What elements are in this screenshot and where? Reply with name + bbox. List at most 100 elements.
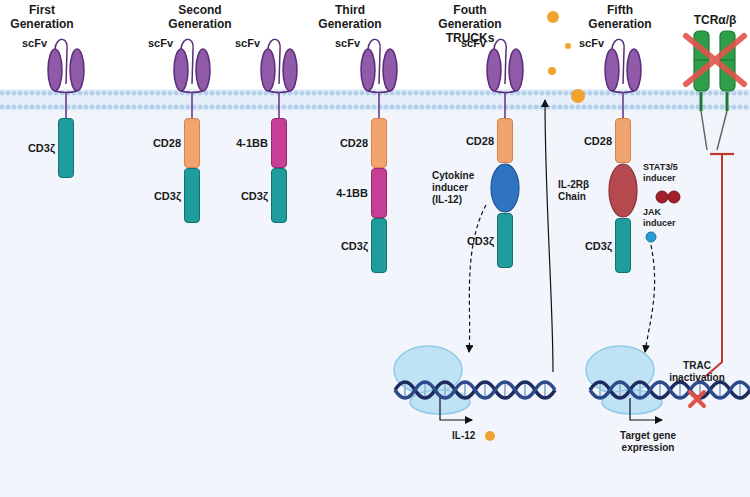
knockout-cross	[690, 392, 704, 406]
node-label: CD28	[466, 135, 494, 147]
jak-ball	[646, 232, 656, 242]
membrane-dots	[2, 105, 750, 110]
shape-outline	[486, 40, 524, 92]
cytokine-dot	[565, 43, 571, 49]
tcr-stem	[700, 92, 703, 111]
tcr-receptor: TCRα/β	[690, 30, 740, 92]
scfv-lobe	[509, 49, 523, 91]
signal-arrow	[645, 245, 655, 352]
scfv-lobe	[605, 49, 619, 91]
cd28-domain: CD28	[615, 118, 631, 163]
hinge-connector	[378, 92, 380, 118]
node-label: 4-1BB	[236, 137, 268, 149]
4-1bb-domain: 4-1BB	[371, 168, 387, 218]
node-label: CD3ζ	[467, 235, 494, 247]
transcription-arrow	[630, 398, 662, 420]
tcr-chain	[694, 31, 709, 91]
domain-oval	[609, 164, 637, 217]
node-label: CD3ζ	[241, 190, 268, 202]
node-label: CD28	[584, 135, 612, 147]
scfv-lobe	[361, 49, 375, 91]
cd3z-domain: CD3ζ	[184, 168, 200, 223]
ribosome	[586, 346, 654, 394]
cd3z-domain: CD3ζ	[371, 218, 387, 273]
shape-outline	[490, 163, 520, 213]
scfv-domain: scFv	[47, 40, 85, 92]
cytokine-dot	[548, 67, 556, 75]
scfv-lobe	[196, 49, 210, 91]
scfv-domain: scFv	[173, 40, 211, 92]
scfv-linker	[368, 39, 390, 92]
scfv-lobe	[261, 49, 275, 91]
inhibition-bar	[710, 153, 734, 155]
hinge-connector	[504, 92, 506, 118]
scfv-linker	[268, 39, 290, 92]
scfv-lobe	[70, 49, 84, 91]
cd3z-domain: CD3ζ	[58, 118, 74, 178]
product-label: IL-12	[452, 430, 492, 442]
4-1bb-domain: 4-1BB	[271, 118, 287, 168]
dna-rungs	[405, 383, 545, 397]
inhibition-line	[706, 154, 722, 376]
generation-heading: First Generation	[2, 3, 82, 31]
node-label: CD3ζ	[341, 240, 368, 252]
scfv-lobe	[174, 49, 188, 91]
scfv-linker	[612, 39, 634, 92]
cytokine-inducer: Cytokine inducer (IL-12)	[490, 163, 520, 213]
ribosome	[394, 346, 462, 394]
signal-label: STAT3/5 inducer	[643, 162, 688, 184]
generation-heading: Fouth Generation TRUCKs	[434, 3, 506, 45]
dna-rungs	[600, 383, 740, 397]
node-label: CD28	[340, 137, 368, 149]
domain-oval	[491, 164, 519, 212]
node-label: scFv	[22, 37, 47, 49]
hinge-connector	[191, 92, 193, 118]
tcr-chain-divider	[720, 59, 735, 60]
dna-strand	[590, 382, 750, 398]
transcription-arrow	[440, 398, 472, 420]
shape-outline	[173, 40, 211, 92]
stat-ball	[656, 191, 668, 203]
tcr-stem	[726, 92, 729, 111]
scfv-lobe	[48, 49, 62, 91]
node-label: Cytokine inducer (IL-12)	[432, 170, 486, 206]
scfv-domain: scFv	[260, 40, 298, 92]
scfv-linker	[494, 39, 516, 92]
hinge-connector	[65, 92, 67, 118]
scfv-domain: scFv	[360, 40, 398, 92]
hinge-connector	[622, 92, 624, 118]
node-label: IL-2Rβ Chain	[558, 179, 604, 203]
scfv-lobe	[487, 49, 501, 91]
cd3z-domain: CD3ζ	[271, 168, 287, 223]
ribosome	[410, 390, 470, 414]
node-label: scFv	[235, 37, 260, 49]
cd3z-domain: CD3ζ	[615, 218, 631, 273]
edit-label: TRAC inactivation	[664, 360, 730, 384]
cd3z-domain: CD3ζ	[497, 213, 513, 268]
node-label: TCRα/β	[694, 13, 737, 27]
node-label: scFv	[579, 37, 604, 49]
node-label: CD3ζ	[154, 190, 181, 202]
dna-strand	[590, 382, 750, 398]
scfv-domain: scFv	[486, 40, 524, 92]
shape-outline	[604, 40, 642, 92]
product-label: Target gene expression	[612, 430, 684, 454]
node-label: scFv	[148, 37, 173, 49]
signal-label: JAK inducer	[643, 207, 688, 229]
cytokine-dot	[485, 431, 495, 441]
generation-heading: Third Generation	[310, 3, 390, 31]
ribosome	[602, 390, 662, 414]
dna-strand	[395, 382, 555, 398]
stat-ball	[668, 191, 680, 203]
cd28-domain: CD28	[184, 118, 200, 168]
scfv-domain: scFv	[604, 40, 642, 92]
tcr-stem	[701, 111, 727, 150]
cd28-domain: CD28	[497, 118, 513, 163]
shape-outline	[47, 40, 85, 92]
generation-heading: Fifth Generation	[580, 3, 660, 31]
il2rb-chain: IL-2Rβ Chain	[608, 163, 638, 218]
shape-outline	[690, 30, 740, 92]
secretion-arrow	[545, 100, 553, 372]
